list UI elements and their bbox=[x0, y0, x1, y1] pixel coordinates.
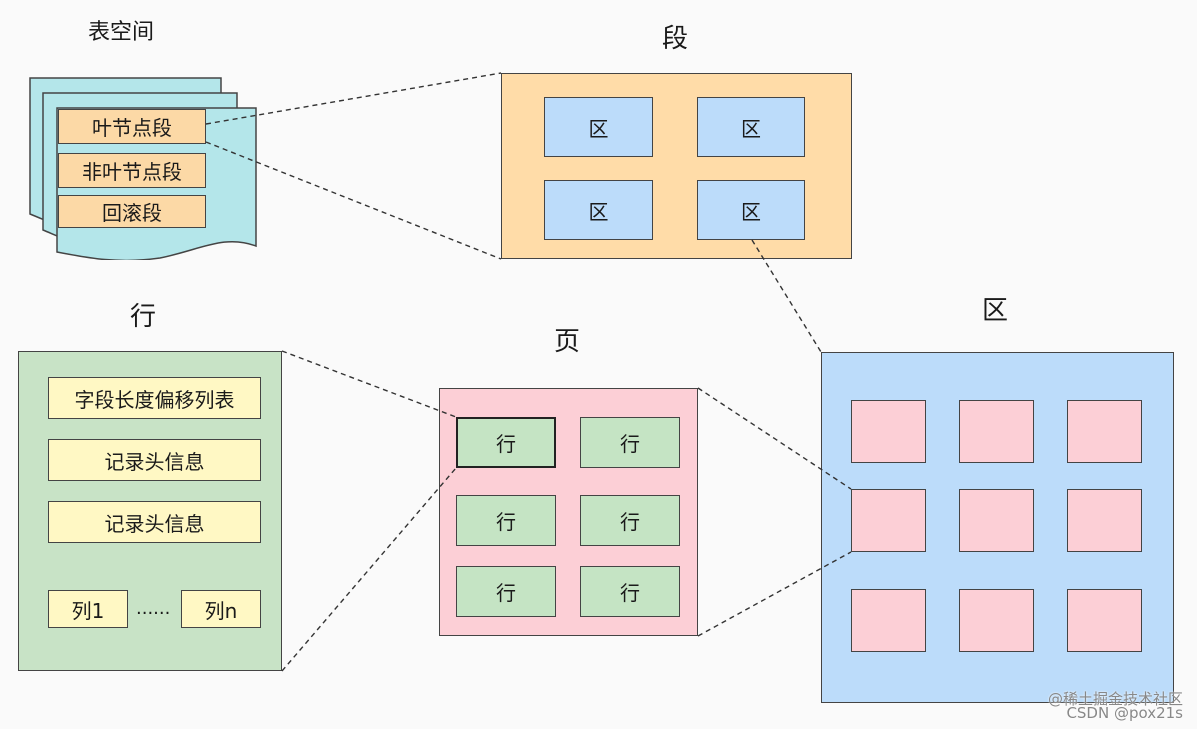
extent-page-7 bbox=[851, 589, 926, 652]
row-field-offset-list: 字段长度偏移列表 bbox=[48, 377, 261, 419]
extent-page-6 bbox=[1067, 489, 1142, 552]
row-title: 行 bbox=[130, 302, 157, 332]
watermark-line1: @稀土掘金技术社区 bbox=[1047, 690, 1183, 708]
page-row-5: 行 bbox=[456, 566, 556, 617]
row-field-record-header-2: 记录头信息 bbox=[48, 501, 261, 543]
segment-extent-2: 区 bbox=[697, 97, 805, 157]
tablespace-rollback-segment: 回滚段 bbox=[58, 195, 206, 228]
extent-page-9 bbox=[1067, 589, 1142, 652]
row-field-record-header-1: 记录头信息 bbox=[48, 439, 261, 481]
extent-page-2 bbox=[959, 400, 1034, 463]
extent-page-5 bbox=[959, 489, 1034, 552]
segment-extent-3: 区 bbox=[544, 180, 653, 240]
row-column-last: 列n bbox=[181, 590, 261, 628]
extent-title: 区 bbox=[982, 296, 1009, 326]
watermark-line2: CSDN @pox21s bbox=[1066, 704, 1183, 722]
page-row-4: 行 bbox=[580, 495, 680, 546]
page-row-1: 行 bbox=[456, 417, 556, 468]
connector-row-bottom bbox=[281, 467, 457, 672]
row-column-ellipsis: ...... bbox=[136, 598, 171, 619]
segment-title: 段 bbox=[662, 24, 689, 54]
tablespace-title: 表空间 bbox=[88, 20, 155, 45]
extent-page-3 bbox=[1067, 400, 1142, 463]
connector-row-top bbox=[281, 350, 457, 418]
page-title: 页 bbox=[554, 327, 581, 357]
tablespace-nonleaf-segment: 非叶节点段 bbox=[58, 153, 206, 188]
page-row-3: 行 bbox=[456, 495, 556, 546]
segment-extent-1: 区 bbox=[544, 97, 653, 157]
extent-page-1 bbox=[851, 400, 926, 463]
page-row-2: 行 bbox=[580, 417, 680, 468]
row-column-first: 列1 bbox=[48, 590, 128, 628]
page-row-6: 行 bbox=[580, 566, 680, 617]
segment-extent-4: 区 bbox=[697, 180, 805, 240]
extent-page-8 bbox=[959, 589, 1034, 652]
tablespace-leaf-segment: 叶节点段 bbox=[58, 109, 206, 144]
extent-page-4 bbox=[851, 489, 926, 552]
